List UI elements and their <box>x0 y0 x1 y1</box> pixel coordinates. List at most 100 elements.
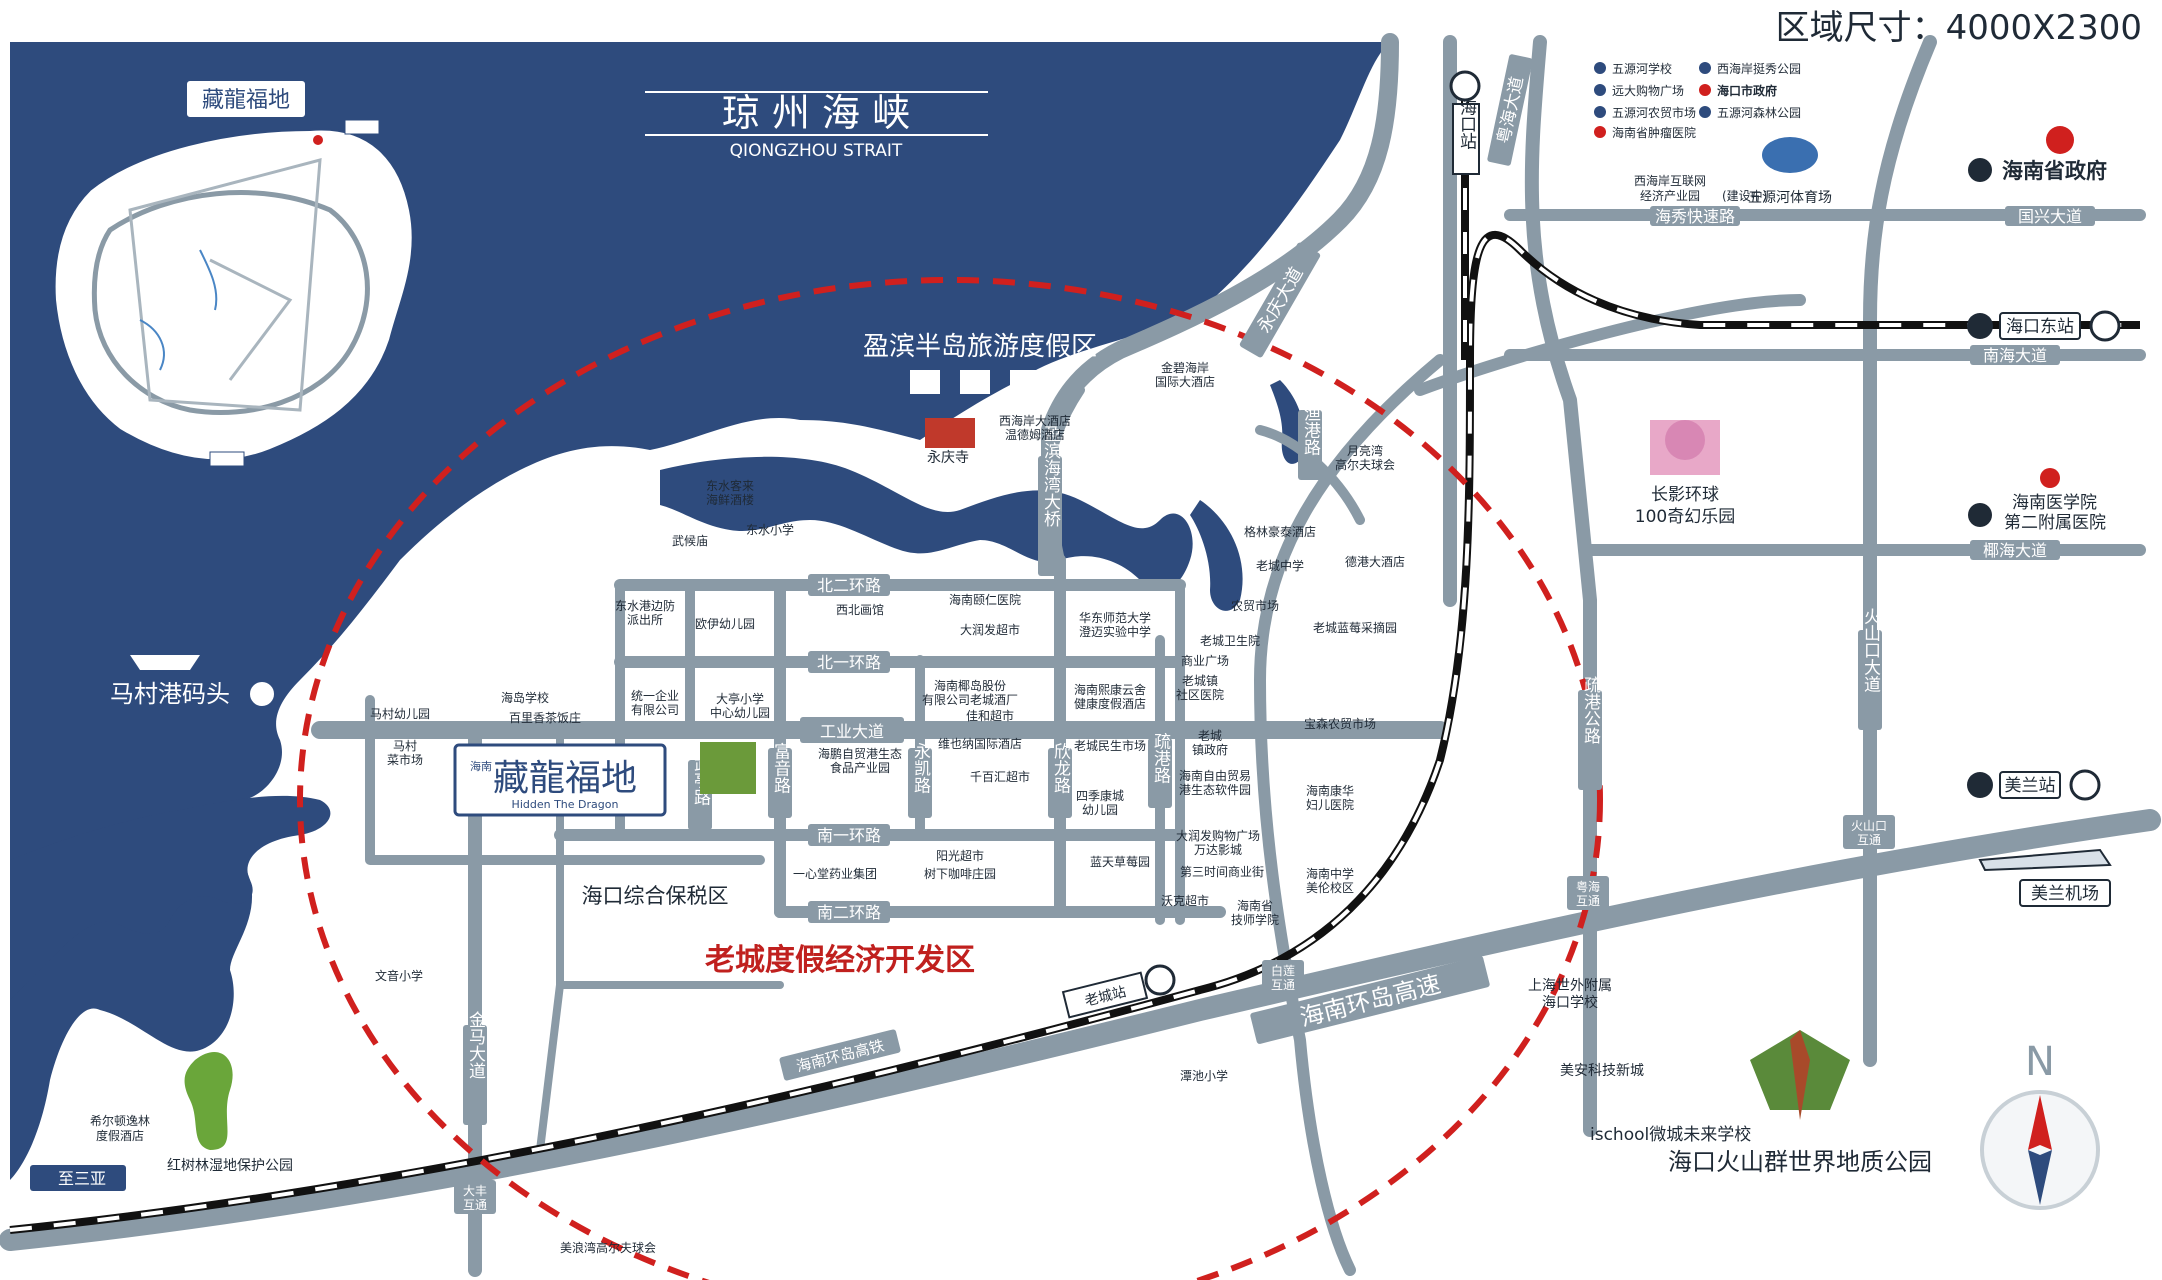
sea-name-en: QIONGZHOU STRAIT <box>730 141 903 161</box>
poi-label: 东水港边防派出所 <box>615 598 675 627</box>
svg-text:西海岸互联网经济产业园: 西海岸互联网经济产业园 <box>1634 173 1706 203</box>
poi-label: 阳光超市 <box>936 848 984 863</box>
road-shugang-gonglu: 疏港公路 <box>1580 676 1601 744</box>
resort-area: 盈滨半岛旅游度假区 永庆寺 <box>863 332 1097 466</box>
svg-text:五源河森林公园: 五源河森林公园 <box>1717 105 1801 120</box>
poi-label: 月亮湾高尔夫球会 <box>1335 443 1395 472</box>
road-yehai: 椰海大道 <box>1983 541 2047 560</box>
road-nanerhuan: 南二环路 <box>817 903 881 922</box>
svg-text:海口市政府: 海口市政府 <box>1717 83 1777 98</box>
poi-label: 海南中学美伦校区 <box>1306 866 1354 895</box>
svg-text:海口站: 海口站 <box>1456 98 1477 149</box>
to-sanya-sign[interactable]: 至三亚 <box>30 1165 126 1191</box>
hainan-island-inset: 藏龍福地 <box>53 79 414 467</box>
5km-radius-circle <box>297 277 1603 1280</box>
compass: N <box>1980 1039 2100 1210</box>
svg-text:海南省肿瘤医院: 海南省肿瘤医院 <box>1612 125 1696 140</box>
legend-item: 西海岸挺秀公园 <box>1699 61 1801 76</box>
legend-item: 海南省肿瘤医院 <box>1594 125 1696 140</box>
poi-label: 武候庙 <box>672 534 708 548</box>
road-nanhai: 南海大道 <box>1983 346 2047 365</box>
interchange-yuehai: 粤海互通 <box>1576 879 1600 908</box>
meian-label: 美安科技新城 <box>1560 1063 1644 1079</box>
road-yongkai: 永凯路 <box>910 742 931 793</box>
tanchi-label: 潭池小学 <box>1180 1068 1228 1083</box>
interchange-dafeng: 大丰互通 <box>463 1184 487 1212</box>
hospital-icon <box>2040 468 2060 488</box>
poi-label: 西北画馆 <box>836 602 884 617</box>
laocheng-station: 老城站 <box>1061 964 1176 1019</box>
poi-label: 一心堂药业集团 <box>793 866 877 881</box>
mangrove-park: 红树林湿地保护公园 希尔顿逸林度假酒店 <box>90 1051 293 1174</box>
meilan-station: 美兰站 <box>1967 769 2101 801</box>
poi-label: 老城镇社区医院 <box>1176 674 1224 702</box>
svg-text:永庆寺: 永庆寺 <box>927 450 969 466</box>
road-beierhuan: 北二环路 <box>817 576 881 595</box>
volcano-park: 海口火山群世界地质公园 <box>1668 1030 1932 1176</box>
svg-text:上海世外附属海口学校: 上海世外附属海口学校 <box>1528 978 1612 1011</box>
poi-label: 百里香茶饭庄 <box>509 710 581 725</box>
poi-label: 宝森农贸市场 <box>1304 716 1376 731</box>
poi-label: 老城民生市场 <box>1074 738 1146 753</box>
legend-item: 五源河森林公园 <box>1699 105 1801 120</box>
poi-label: 大亭小学中心幼儿园 <box>710 691 770 720</box>
road-yingbin-bridge: 盈滨海湾大桥 <box>1040 425 1061 527</box>
road-xinlong: 欣龙路 <box>1050 742 1071 793</box>
poi-label: 沃克超市 <box>1161 893 1209 908</box>
road-huoshankou: 火山口大道 <box>1860 608 1881 693</box>
road-yugang: 渔港路 <box>1300 404 1321 455</box>
poi-label: 海南椰岛股份有限公司老城酒厂 <box>922 678 1018 707</box>
interchange-huoshankou: 火山口互通 <box>1851 819 1887 847</box>
bonded-zone-label: 海口综合保税区 <box>582 884 729 908</box>
inset-brand-text: 藏龍福地 <box>202 88 290 113</box>
poi-label: 老城中学 <box>1256 558 1304 573</box>
svg-text:希尔顿逸林度假酒店: 希尔顿逸林度假酒店 <box>90 1113 150 1143</box>
road-jinma: 金马大道 <box>465 1011 486 1079</box>
svg-text:Hidden The Dragon: Hidden The Dragon <box>512 798 619 811</box>
rail-hsr-label: 海南环岛高铁 <box>794 1036 886 1075</box>
xihaian-park: 西海岸互联网经济产业园 (建设中) <box>1634 173 1767 203</box>
svg-text:美兰机场: 美兰机场 <box>2031 884 2099 904</box>
north-arrow-icon <box>2028 1095 2052 1150</box>
poi-label: 华东师范大学澄迈实验中学 <box>1079 610 1151 639</box>
svg-text:五源河体育场: 五源河体育场 <box>1748 190 1832 206</box>
temple-icon <box>925 418 975 448</box>
poi-label: 大润发购物广场万达影城 <box>1176 828 1260 857</box>
road-labels: 北二环路 北一环路 工业大道 南一环路 南二环路 国兴大道 海秀快速路 南海大道… <box>454 54 2095 1214</box>
poi-label: 海南熙康云舍健康度假酒店 <box>1074 682 1146 711</box>
poi-label: 农贸市场 <box>1231 598 1279 613</box>
poi-label: 欧伊幼儿园 <box>695 617 755 631</box>
svg-text:(建设中): (建设中) <box>1722 188 1767 203</box>
poi-label: 海鹏自贸港生态食品产业园 <box>818 746 902 775</box>
svg-text:海口火山群世界地质公园: 海口火山群世界地质公园 <box>1668 1148 1932 1176</box>
poi-layer: 金碧海岸国际大酒店 西海岸大酒店温德姆酒店 月亮湾高尔夫球会 东水客来海鲜酒楼 … <box>370 360 1405 927</box>
svg-text:海口东站: 海口东站 <box>2006 317 2074 337</box>
road-guoxing: 国兴大道 <box>2018 207 2082 226</box>
poi-label: 东水小学 <box>746 522 794 537</box>
project-brand: 藏龍福地 <box>493 758 637 799</box>
haikou-east-station: 海口东站 <box>1967 310 2121 342</box>
poi-label: 海岛学校 <box>501 690 549 705</box>
poi-label: 老城镇政府 <box>1192 729 1228 757</box>
star-icon <box>2046 126 2074 154</box>
poi-label: 老城蓝莓采摘园 <box>1313 620 1397 635</box>
anchor-icon <box>248 680 276 708</box>
haikou-station: 海口站 <box>1449 70 1481 175</box>
area-size-header: 区域尺寸：4000X2300 <box>1775 8 2142 48</box>
inset-brand-label: 藏龍福地 <box>185 79 307 119</box>
sea-name-label: 琼 州 海 峡 QIONGZHOU STRAIT <box>645 91 988 161</box>
golf-meilang-label: 美浪湾高尔夫球会 <box>560 1240 656 1255</box>
laocheng-dev-label: 老城度假经济开发区 <box>705 943 975 978</box>
macun-port: 马村港码头 <box>110 655 276 708</box>
road-beiyihuan: 北一环路 <box>817 653 881 672</box>
poi-label: 统一企业有限公司 <box>631 688 679 717</box>
svg-text:五源河学校: 五源河学校 <box>1612 61 1672 76</box>
poi-label: 四季康城幼儿园 <box>1076 788 1124 817</box>
legend-item: 五源河学校 <box>1594 61 1672 76</box>
poi-label: 马村幼儿园 <box>370 707 430 721</box>
poi-label: 格林豪泰酒店 <box>1244 524 1316 539</box>
poi-label: 大润发超市 <box>960 622 1020 637</box>
poi-label: 千百汇超市 <box>970 769 1030 784</box>
poi-label: 海南自由贸易港生态软件园 <box>1179 768 1251 797</box>
svg-text:西海岸挺秀公园: 西海岸挺秀公园 <box>1717 61 1801 76</box>
